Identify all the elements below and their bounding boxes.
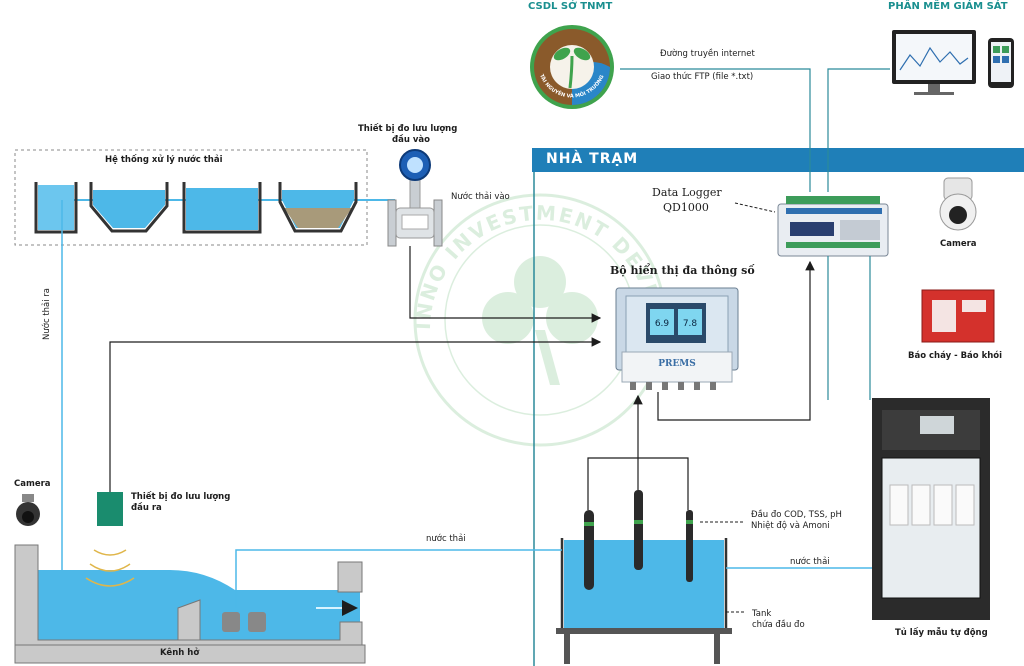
outflow-label: Nước thải ra (42, 287, 52, 340)
inlet-flow-meter (387, 149, 443, 247)
multi-parameter-display: 6.9 7.8 PREMS (615, 287, 739, 390)
treatment-system-title: Hệ thống xử lý nước thải (105, 155, 223, 165)
fire-alarm-panel (921, 289, 995, 343)
probe-tank (556, 538, 732, 664)
station-camera (939, 177, 977, 231)
treatment-system-box (14, 149, 368, 246)
probe-2 (634, 490, 643, 570)
transfer-line-2: Giao thức FTP (file *.txt) (651, 72, 754, 82)
screen-value-right: 7.8 (683, 319, 698, 329)
display-label: Bộ hiển thị đa thông số (610, 264, 755, 277)
transfer-line-1: Đường truyền internet (660, 49, 755, 59)
outdoor-camera-label: Camera (14, 479, 51, 489)
treatment-tank-2 (89, 182, 169, 233)
probe-3 (686, 510, 693, 582)
station-title-bar (532, 148, 1024, 172)
environment-department-logo: TÀI NGUYÊN VÀ MÔI TRƯỜNG (530, 25, 614, 109)
monitoring-software-title: PHẦN MỀM GIÁM SÁT (888, 1, 1008, 12)
outlet-meter-label-line1: Thiết bị đo lưu lượng (131, 492, 231, 502)
tank-label-line1: Tank (752, 609, 772, 619)
data-logger-device (777, 196, 889, 257)
treatment-tank-4 (278, 182, 358, 233)
fire-alarm-label: Báo cháy - Báo khói (908, 351, 1003, 361)
pipe-wastewater-label: nước thải (426, 534, 466, 544)
probe-label-line1: Đầu đo COD, TSS, pH (751, 510, 842, 520)
screen-value-left: 6.9 (655, 319, 670, 329)
outlet-meter-label-line2: đầu ra (131, 503, 162, 513)
sampler-label: Tủ lấy mẫu tự động (895, 628, 988, 638)
auto-sampler-cabinet (872, 398, 990, 620)
outdoor-camera (16, 494, 40, 526)
monitoring-workstation (892, 30, 1014, 95)
display-brand: PREMS (658, 359, 696, 369)
inlet-meter-label-line2: đầu vào (392, 135, 430, 145)
logger-label-line1: Data Logger (652, 186, 722, 199)
channel-label: Kênh hở (160, 648, 200, 658)
probe-label-line2: Nhiệt độ và Amoni (751, 521, 830, 531)
station-camera-label: Camera (940, 239, 977, 249)
treatment-tank-3 (182, 182, 262, 234)
station-title: NHÀ TRẠM (546, 151, 639, 167)
inflow-label: Nước thải vào (451, 192, 510, 202)
open-channel (14, 544, 366, 664)
logger-label-line2: QD1000 (663, 201, 709, 214)
db-title: CSDL SỞ TNMT (528, 1, 613, 12)
sampler-wastewater-label: nước thải (790, 557, 830, 567)
outlet-flow-meter (85, 492, 135, 587)
inlet-meter-label-line1: Thiết bị đo lưu lượng (358, 124, 458, 134)
probe-1 (584, 510, 594, 590)
tank-label-line2: chứa đầu đo (752, 620, 805, 630)
treatment-tank-1 (34, 182, 78, 234)
